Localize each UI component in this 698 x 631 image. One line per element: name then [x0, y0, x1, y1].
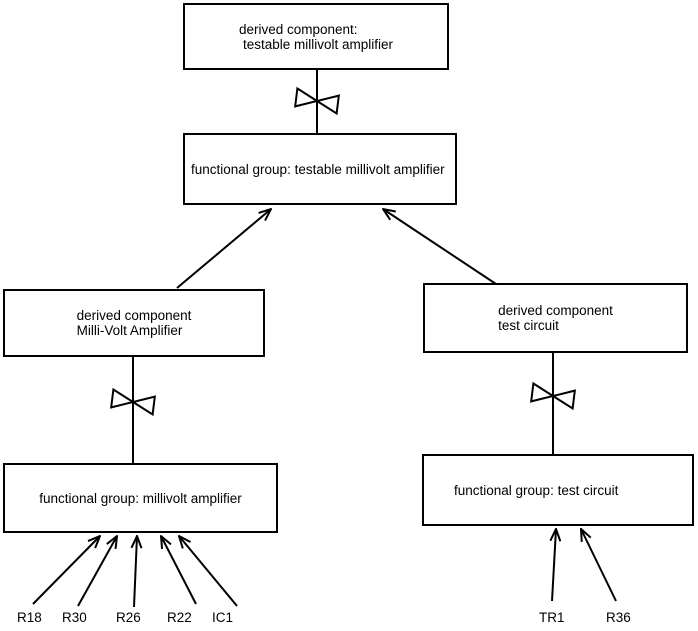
- component-label-tr1: TR1: [539, 610, 565, 625]
- edge-r26-to-fg-millivolt: [134, 536, 137, 608]
- edge-derived-millivolt-to-fg-testable: [176, 209, 271, 289]
- edge-r36-to-fg-test: [581, 529, 617, 602]
- node-text-line: functional group: millivolt amplifier: [39, 490, 242, 506]
- component-label-ic1: IC1: [212, 610, 234, 625]
- node-text-line: test circuit: [498, 318, 559, 333]
- edge-derived-test-to-fg-testable: [383, 209, 497, 285]
- node-text-line: derived component: [76, 308, 192, 323]
- component-label-r22: R22: [167, 610, 192, 625]
- edge-ic1-to-fg-millivolt: [179, 536, 238, 607]
- edge-r30-to-fg-millivolt: [77, 536, 117, 607]
- node-functional-group-testable-millivolt-amplifier: functional group: testable millivolt amp…: [183, 133, 457, 205]
- node-text-line: functional group: testable millivolt amp…: [191, 161, 445, 177]
- node-text-line: Milli-Volt Amplifier: [76, 323, 183, 338]
- edge-r22-to-fg-millivolt: [161, 536, 197, 605]
- node-functional-group-test-circuit: functional group: test circuit: [422, 454, 694, 526]
- node-derived-component-test-circuit: derived component test circuit: [423, 283, 688, 353]
- component-label-r36: R36: [606, 610, 631, 625]
- component-label-r26: R26: [116, 610, 141, 625]
- edge-r18-to-fg-millivolt: [32, 536, 100, 605]
- component-label-r30: R30: [62, 610, 87, 625]
- node-text-line: testable millivolt amplifier: [242, 36, 394, 52]
- node-functional-group-millivolt-amplifier: functional group: millivolt amplifier: [3, 463, 278, 533]
- node-text-line: derived component: [498, 303, 613, 318]
- component-label-r18: R18: [17, 610, 42, 625]
- node-derived-component-testable-millivolt-amplifier: derived component: testable millivolt am…: [183, 3, 449, 70]
- node-derived-component-milli-volt-amplifier: derived component Milli-Volt Amplifier: [3, 289, 265, 357]
- edge-tr1-to-fg-test: [552, 529, 556, 602]
- node-text-line: derived component:: [238, 21, 358, 37]
- node-text-line: functional group: test circuit: [454, 482, 619, 498]
